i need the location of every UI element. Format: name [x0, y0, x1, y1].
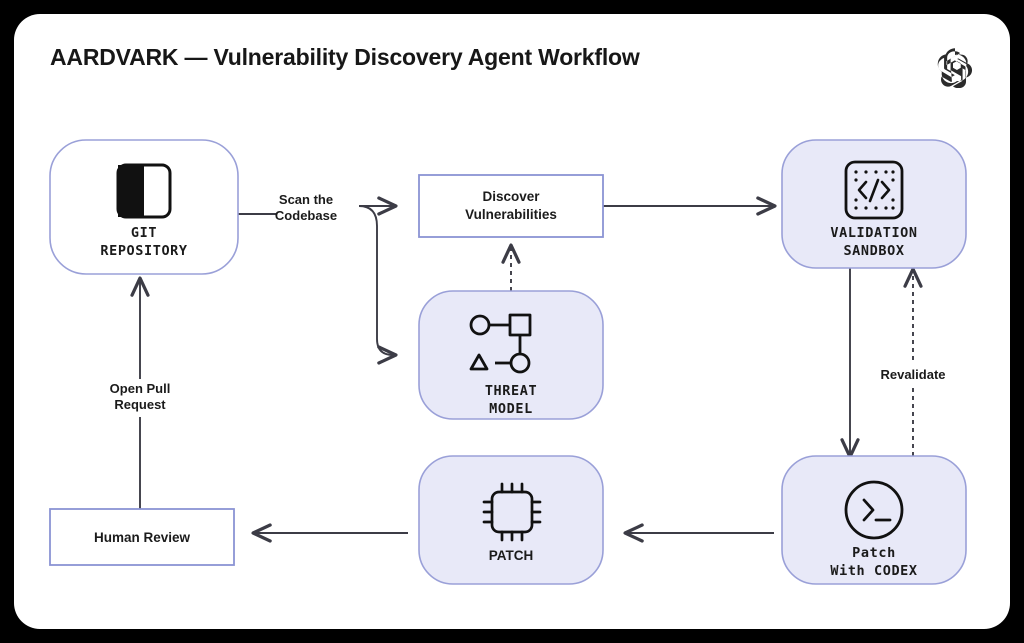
edge-label-revalidate: Revalidate [880, 367, 945, 382]
node-discover-vulnerabilities[interactable]: Discover Vulnerabilities [418, 174, 604, 238]
workflow-canvas: Scan the Codebase Revalidate [49, 139, 967, 585]
edge-label-pr-1: Open Pull [110, 381, 171, 396]
code-brackets-icon [844, 160, 904, 220]
edge-open-pull-request: Open Pull Request [92, 276, 190, 509]
threat-graph-icon [469, 313, 532, 374]
diagram-card: AARDVARK — Vulnerability Discovery Agent… [14, 14, 1010, 629]
node-patch[interactable]: PATCH [418, 455, 604, 585]
node-human-review[interactable]: Human Review [49, 508, 235, 566]
edge-label-pr-2: Request [114, 397, 166, 412]
edge-revalidate: Revalidate [872, 267, 962, 456]
edge-scan-to-threat-model [358, 205, 398, 365]
terminal-prompt-icon [844, 480, 904, 540]
openai-logo [937, 48, 973, 88]
node-label-sandbox-2: SANDBOX [843, 243, 904, 259]
node-label-codex-1: Patch [852, 545, 896, 561]
repository-split-icon [116, 163, 172, 219]
node-label-human-review: Human Review [94, 530, 191, 545]
page-title: AARDVARK — Vulnerability Discovery Agent… [50, 44, 640, 70]
node-patch-with-codex[interactable]: Patch With CODEX [781, 455, 967, 585]
node-validation-sandbox[interactable]: VALIDATION SANDBOX [781, 139, 967, 269]
node-label-threat-1: THREAT [485, 383, 537, 399]
cpu-chip-icon [482, 482, 542, 542]
node-label-threat-2: MODEL [489, 401, 533, 417]
node-git-repository[interactable]: GIT REPOSITORY [49, 139, 239, 275]
edge-scan-the-codebase: Scan the Codebase [238, 192, 398, 223]
node-threat-model[interactable]: THREAT MODEL [418, 290, 604, 420]
node-label-discover-2: Vulnerabilities [465, 207, 557, 222]
edge-label-scan-1: Scan the [279, 192, 333, 207]
node-label-git-1: GIT [131, 225, 157, 241]
node-label-codex-2: With CODEX [830, 563, 917, 579]
node-label-patch: PATCH [489, 548, 534, 563]
node-label-git-2: REPOSITORY [100, 243, 188, 259]
node-label-discover-1: Discover [482, 189, 540, 204]
node-label-sandbox-1: VALIDATION [830, 225, 917, 241]
edge-label-scan-2: Codebase [275, 208, 337, 223]
